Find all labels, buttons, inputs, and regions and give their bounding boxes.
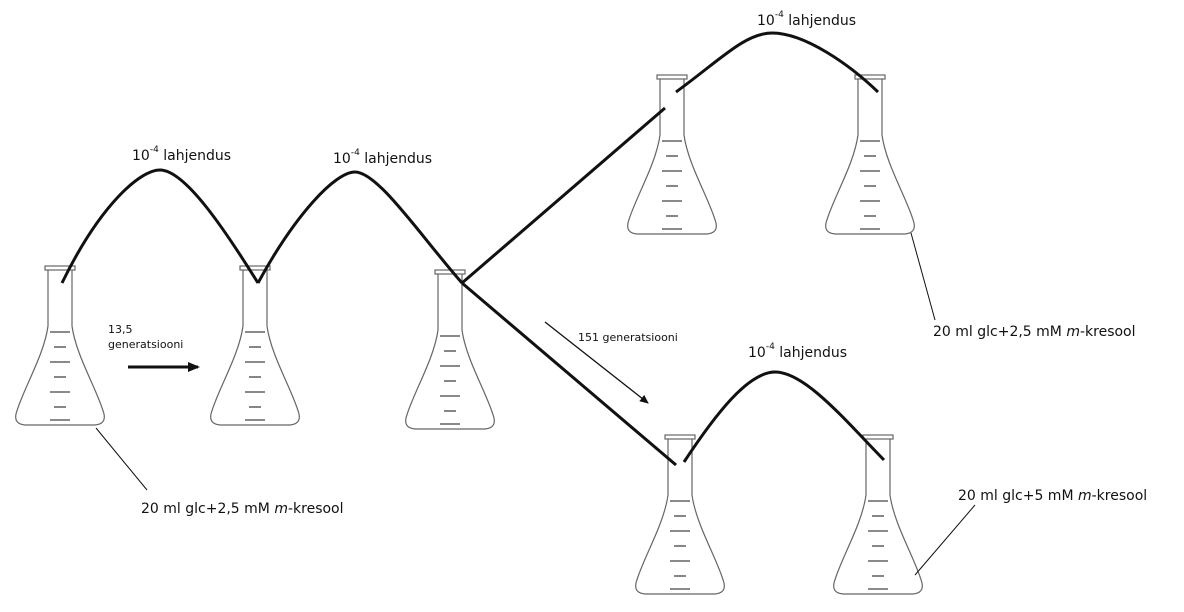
medium-label-lower: 20 ml glc+5 mM m-kresool (958, 488, 1148, 504)
dilution-label: 10-4 lahjendus (132, 145, 232, 164)
transfer-line-down (461, 281, 677, 467)
pointer-line (914, 504, 976, 576)
flask-icon (825, 74, 915, 235)
generations-label-second: 151 generatsiooni (578, 331, 678, 344)
generations-label-first: 13,5 generatsiooni (108, 323, 183, 353)
transfer-arc-1 (60, 168, 260, 284)
flask-icon (15, 265, 105, 426)
dilution-label: 10-4 lahjendus (757, 10, 857, 29)
flask-icon (833, 434, 923, 595)
pointer-line (910, 232, 936, 321)
generations-word: generatsiooni (108, 337, 184, 351)
flask-icon (635, 434, 725, 595)
flask-icon (627, 74, 717, 235)
pointer-line (95, 427, 148, 491)
generations-number: 13,5 (108, 323, 133, 336)
medium-label-start: 20 ml glc+2,5 mM m-kresool (141, 501, 344, 517)
transfer-arc-bottom (682, 370, 886, 463)
transfer-arc-top (675, 31, 880, 94)
dilution-label: 10-4 lahjendus (333, 148, 433, 167)
flask-icon (210, 265, 300, 426)
medium-label-upper: 20 ml glc+2,5 mM m-kresool (933, 324, 1136, 340)
dilution-label: 10-4 lahjendus (748, 342, 848, 361)
transfer-arc-2 (256, 170, 464, 284)
arrow-icon (544, 321, 649, 404)
transfer-line-up (461, 106, 666, 285)
flask-icon (405, 269, 495, 430)
